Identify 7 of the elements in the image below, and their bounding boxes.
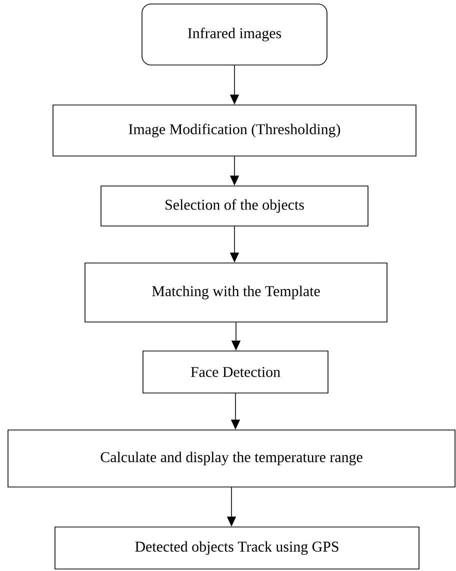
process-box: Image Modification (Thresholding)	[52, 104, 416, 156]
process-box: Face Detection	[142, 350, 328, 394]
start-box: Infrared images	[142, 4, 328, 66]
process-box: Selection of the objects	[100, 186, 368, 226]
process-box: Detected objects Track using GPS	[54, 526, 420, 570]
process-box: Matching with the Template	[84, 262, 388, 322]
process-box: Calculate and display the temperature range	[8, 430, 456, 488]
